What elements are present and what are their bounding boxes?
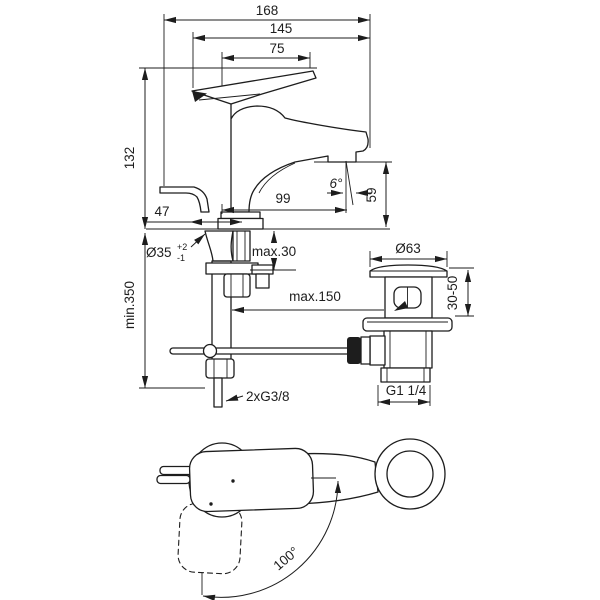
handle-dot-1 — [231, 479, 235, 483]
dim-label-waste-adjust: 30-50 — [445, 276, 460, 311]
shank-thread-lines — [236, 231, 246, 261]
waste-indicator-arrow — [394, 301, 408, 311]
hose-cone — [204, 230, 234, 262]
dim-label-hole-tol-plus: +2 — [177, 242, 187, 252]
lever-crease — [198, 93, 261, 101]
dim-label-body-height: 132 — [122, 147, 137, 170]
popup-horizontal-rod — [169, 347, 366, 355]
dim-label-spout-depth: 145 — [270, 21, 293, 36]
waste-thread-tail — [380, 367, 431, 383]
dim-arrow-47-right — [230, 218, 242, 226]
hose-nut-facets — [213, 359, 228, 378]
waste-tail-walls — [386, 368, 425, 382]
waste-side-port — [369, 335, 386, 366]
hole-diameter-leader — [190, 233, 206, 248]
dimensions: 168 145 75 132 47 99 6° 59 Ø35 +2 -1 max… — [122, 3, 474, 406]
dim-label-waste-thread: G1 1/4 — [386, 383, 427, 398]
waste-body — [383, 330, 433, 369]
dim-label-stream-angle: 6° — [330, 176, 344, 191]
faucet-body-spout — [230, 103, 369, 213]
dim-label-waste-flange: Ø63 — [395, 241, 421, 256]
supply-tail-top-1 — [159, 465, 194, 476]
dim-label-base-offset: 47 — [154, 204, 169, 219]
dim-label-supply-thread: 2xG3/8 — [246, 389, 290, 404]
supply-thread-leader — [225, 394, 244, 402]
lever-handle — [191, 70, 317, 105]
spout-ring-inner — [386, 450, 434, 498]
dim-arrow-47-left — [190, 218, 202, 226]
dim-label-deck-thickness: max.30 — [252, 244, 296, 259]
dim-label-total-depth: 168 — [256, 3, 279, 18]
rod-guide-clip — [255, 273, 270, 289]
faucet-side-view — [146, 70, 390, 408]
spout-inner-line — [258, 162, 296, 194]
waste-port-ring — [360, 336, 371, 365]
mounting-nut-facets — [230, 274, 244, 297]
rod-clamp — [347, 337, 361, 364]
mounting-nut — [223, 273, 251, 298]
popup-waste-view — [347, 264, 453, 383]
dim-label-handle-length: 75 — [269, 41, 284, 56]
handle-dot-2 — [209, 502, 213, 506]
waste-body-walls — [389, 331, 427, 368]
base-step-upper — [220, 211, 261, 220]
hose-nut — [205, 358, 235, 379]
mounting-washer — [205, 262, 259, 275]
supply-tail-top-2 — [156, 474, 191, 485]
dim-label-rod-length: max.150 — [289, 289, 341, 304]
supply-tail — [213, 377, 223, 408]
popup-lift-rod — [159, 186, 210, 213]
top-view: 100° — [156, 438, 446, 600]
dim-label-outlet-height: 59 — [364, 187, 379, 202]
dim-label-hose-length: min.350 — [122, 281, 137, 329]
base-step-lower — [217, 217, 264, 230]
lever-end-shadow — [192, 91, 207, 102]
dim-label-hole-tol-minus: -1 — [177, 253, 185, 263]
dim-label-spout-reach: 99 — [275, 191, 290, 206]
dim-label-hole-diameter: Ø35 — [146, 245, 172, 260]
rod-pivot-ball — [202, 343, 218, 359]
waste-flange — [362, 317, 453, 332]
threaded-shank — [232, 230, 251, 262]
swivel-arc — [202, 480, 342, 600]
handle-top — [188, 447, 315, 513]
stream-angle-line — [345, 160, 354, 206]
rod-guide-arm — [251, 264, 274, 275]
